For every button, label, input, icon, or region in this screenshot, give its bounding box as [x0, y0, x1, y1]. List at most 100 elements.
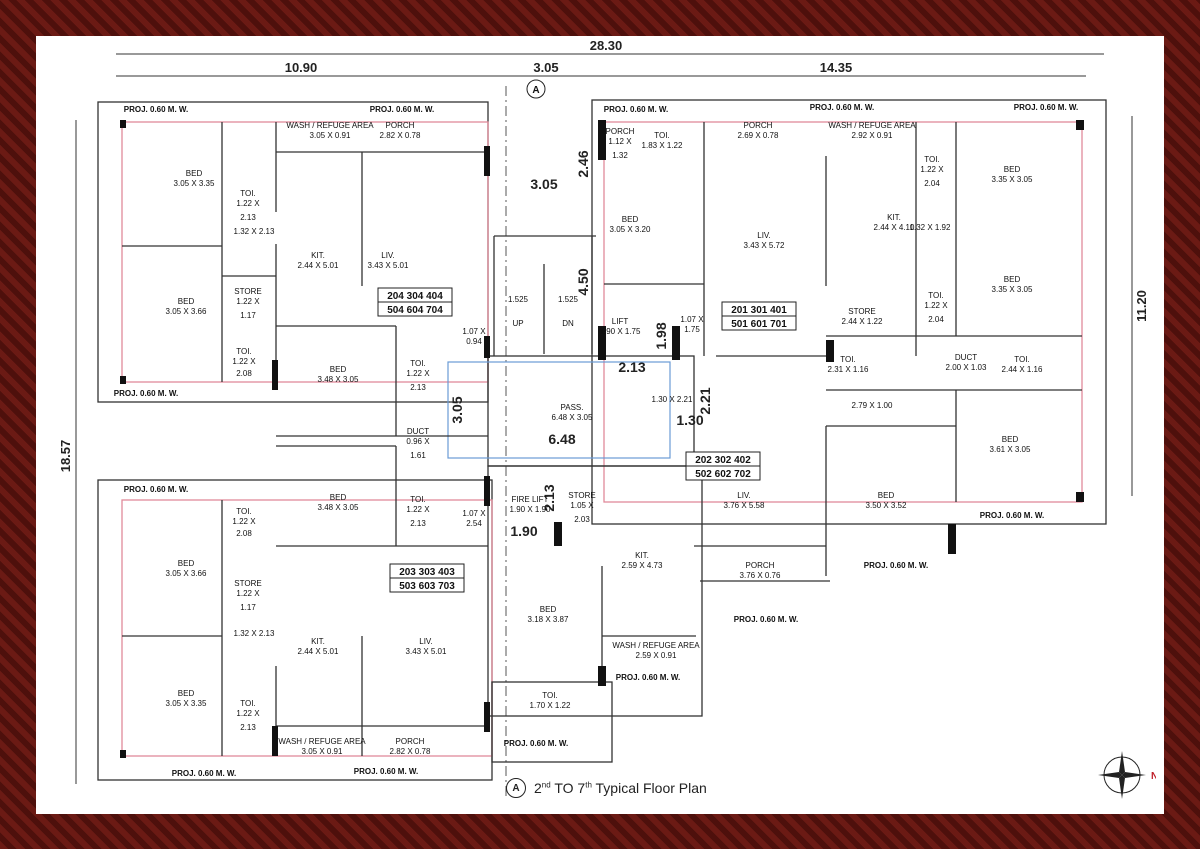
room-label: BED: [178, 297, 195, 306]
proj-label: PROJ. 0.60 M. W.: [734, 615, 798, 624]
room-label: WASH / REFUGE AREA: [286, 121, 374, 130]
room-label: TOI.: [236, 347, 251, 356]
room-dimension: 3.05 X 3.20: [610, 225, 651, 234]
compass-rose-icon: N: [1098, 751, 1156, 799]
room-label: BED: [878, 491, 895, 500]
room-dimension: 1.90 X 1.75: [600, 327, 641, 336]
room-label: 1.32 X 2.13: [234, 629, 275, 638]
caption-text: 2nd TO 7th Typical Floor Plan: [534, 780, 707, 796]
room-label: TOI.: [410, 495, 425, 504]
room-label: 1.17: [240, 311, 256, 320]
core-dim-10: 2.21: [697, 387, 713, 414]
dim-mid: 3.05: [533, 60, 558, 75]
room-label: 1.07 X: [462, 509, 486, 518]
flat-numbers-502: 502 602 702: [695, 469, 751, 480]
room-label: 1.32 X 2.13: [234, 227, 275, 236]
room-label: 2.13: [410, 383, 426, 392]
room-dimension: 1.70 X 1.22: [530, 701, 571, 710]
room-label: STORE: [848, 307, 875, 316]
room-dimension: 2.59 X 4.73: [622, 561, 663, 570]
flat-numbers-504: 504 604 704: [387, 305, 443, 316]
room-dimension: 2.59 X 0.91: [636, 651, 677, 660]
room-label: 1.32: [612, 151, 628, 160]
flat-number-tables: 204 304 404 504 604 704 201 301 401 501 …: [377, 287, 797, 593]
room-dimension: 2.44 X 5.01: [298, 261, 339, 270]
room-dimension: 2.69 X 0.78: [738, 131, 779, 140]
room-label: 2.79 X 1.00: [852, 401, 893, 410]
dim-total: 28.30: [590, 38, 623, 53]
proj-label: PROJ. 0.60 M. W.: [354, 767, 418, 776]
room-dimension: 1.22 X: [406, 369, 430, 378]
room-label: BED: [178, 689, 195, 698]
room-dimension: 2.44 X 4.10: [874, 223, 915, 232]
room-label: BED: [622, 215, 639, 224]
room-dimension: 1.22 X: [924, 301, 948, 310]
room-label: PORCH: [386, 121, 415, 130]
columns: [120, 120, 1084, 758]
room-label: WASH / REFUGE AREA: [828, 121, 916, 130]
room-label: 1.17: [240, 603, 256, 612]
room-dimension: 3.48 X 3.05: [318, 375, 359, 384]
core-dim-11: 1.30: [676, 412, 703, 428]
room-label: 2.04: [928, 315, 944, 324]
projection-labels: PROJ. 0.60 M. W. PROJ. 0.60 M. W. PROJ. …: [114, 103, 1078, 778]
proj-label: PROJ. 0.60 M. W.: [172, 769, 236, 778]
core-dim-9: 6.48: [548, 431, 575, 447]
room-dimension: 1.22 X: [232, 517, 256, 526]
room-dimension: 3.05 X 3.66: [166, 569, 207, 578]
room-dimension: 1.22 X: [232, 357, 256, 366]
room-dimension: 2.00 X 1.03: [946, 363, 987, 372]
room-dimension: 3.61 X 3.05: [990, 445, 1031, 454]
room-label: LIV.: [419, 637, 433, 646]
room-dimension: 3.50 X 3.52: [866, 501, 907, 510]
room-label: DN: [562, 319, 574, 328]
walls: [97, 99, 1107, 781]
room-label: KIT.: [311, 637, 325, 646]
proj-label: PROJ. 0.60 M. W.: [124, 105, 188, 114]
core-dim-12: 2.13: [541, 484, 557, 511]
flat-numbers-202: 202 302 402: [695, 455, 751, 466]
room-label: KIT.: [635, 551, 649, 560]
room-label: STORE: [234, 579, 261, 588]
room-label: BED: [540, 605, 557, 614]
core-dim-7: 1.98: [653, 322, 669, 349]
proj-label: PROJ. 0.60 M. W.: [114, 389, 178, 398]
core-dim-13: 1.90: [510, 523, 537, 539]
room-label: TOI.: [1014, 355, 1029, 364]
room-dimension: 3.18 X 3.87: [528, 615, 569, 624]
room-label: LIV.: [737, 491, 751, 500]
room-label: PORCH: [606, 127, 635, 136]
room-dimension: 1.22 X: [236, 297, 260, 306]
room-label: PORCH: [744, 121, 773, 130]
room-dimension: 1.22 X: [406, 505, 430, 514]
room-label: 1.07 X: [680, 315, 704, 324]
room-dimension: 3.76 X 0.76: [740, 571, 781, 580]
top-dimensions: 28.30 10.90 3.05 14.35: [116, 38, 1104, 77]
room-label: FIRE LIFT: [512, 495, 549, 504]
room-dimension: 3.05 X 0.91: [310, 131, 351, 140]
room-dimension: 3.05 X 3.66: [166, 307, 207, 316]
core-dim-5: 1.525: [558, 295, 579, 304]
room-label: PORCH: [746, 561, 775, 570]
proj-label: PROJ. 0.60 M. W.: [370, 105, 434, 114]
room-dimension: 1.90 X 1.90: [510, 505, 551, 514]
room-dimension: 3.48 X 3.05: [318, 503, 359, 512]
room-label: 1.30 X 2.21: [652, 395, 693, 404]
dim-left: 10.90: [285, 60, 318, 75]
floor-plan-drawing: 28.30 10.90 3.05 14.35 18.57 11.20 A: [58, 38, 1149, 796]
proj-label: PROJ. 0.60 M. W.: [810, 103, 874, 112]
room-label: KIT.: [887, 213, 901, 222]
room-dimension: 3.35 X 3.05: [992, 175, 1033, 184]
room-label: WASH / REFUGE AREA: [278, 737, 366, 746]
room-label: TOI.: [236, 507, 251, 516]
room-dimension: 3.43 X 5.72: [744, 241, 785, 250]
room-label: TOI.: [410, 359, 425, 368]
room-dimension: 1.12 X: [608, 137, 632, 146]
axis-marker-top: A: [532, 85, 539, 96]
proj-label: PROJ. 0.60 M. W.: [604, 105, 668, 114]
room-label: TOI.: [240, 699, 255, 708]
room-label: 2.13: [410, 519, 426, 528]
room-dimension: 1.22 X: [236, 199, 260, 208]
room-label: UP: [512, 319, 523, 328]
